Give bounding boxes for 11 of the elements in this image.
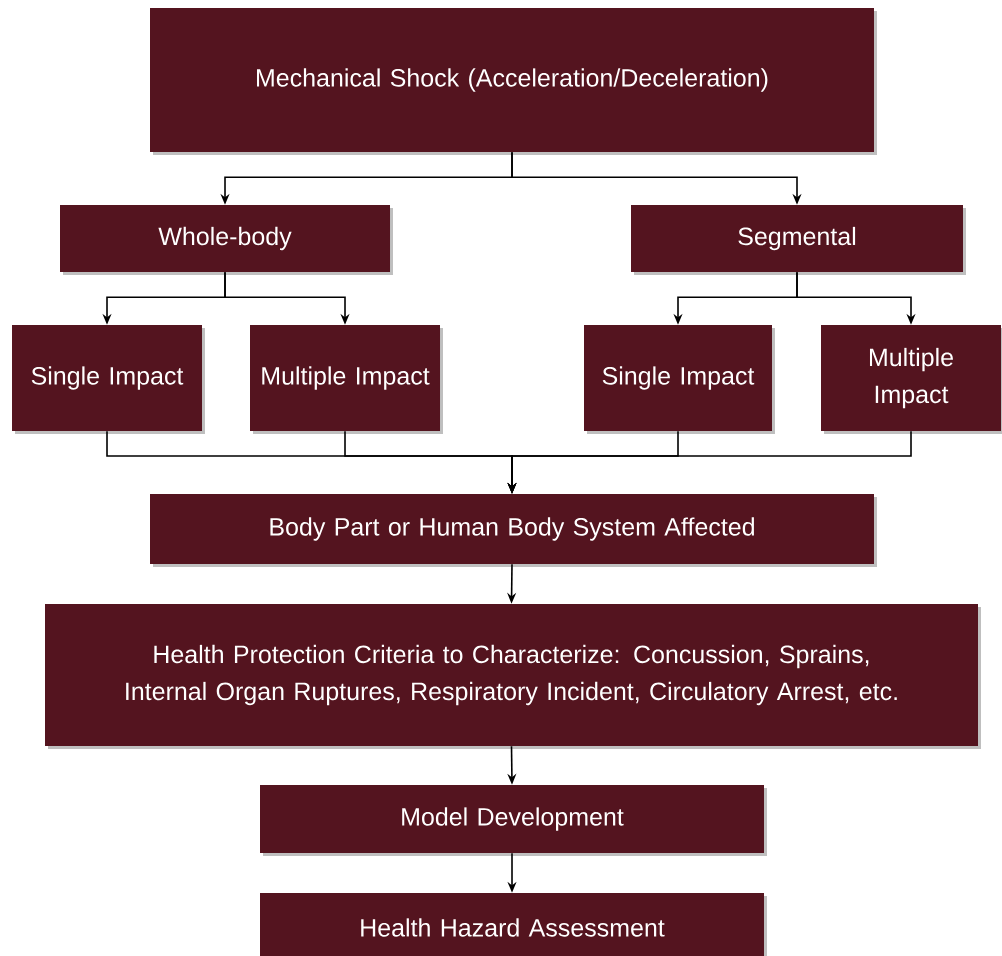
process-box: Mechanical Shock (Acceleration/Deceleration) bbox=[150, 8, 877, 155]
process-box: Multiple Impact bbox=[821, 325, 1002, 434]
process-box: Health Hazard Assessment bbox=[260, 893, 767, 956]
process-box: Model Development bbox=[260, 785, 767, 856]
process-box: Single Impact bbox=[12, 325, 205, 434]
process-box: Segmental bbox=[631, 205, 966, 275]
process-box: Single Impact bbox=[584, 325, 775, 434]
process-box: Multiple Impact bbox=[250, 325, 443, 434]
process-box: Body Part or Human Body System Affected bbox=[150, 494, 877, 567]
process-box: Whole-body bbox=[60, 205, 393, 275]
process-box: Health Protection Criteria to Characterize: Concussion, Sprains, Internal Organ Ruptures, Respiratory Incident, Circulatory Arrest, etc. bbox=[45, 604, 981, 749]
